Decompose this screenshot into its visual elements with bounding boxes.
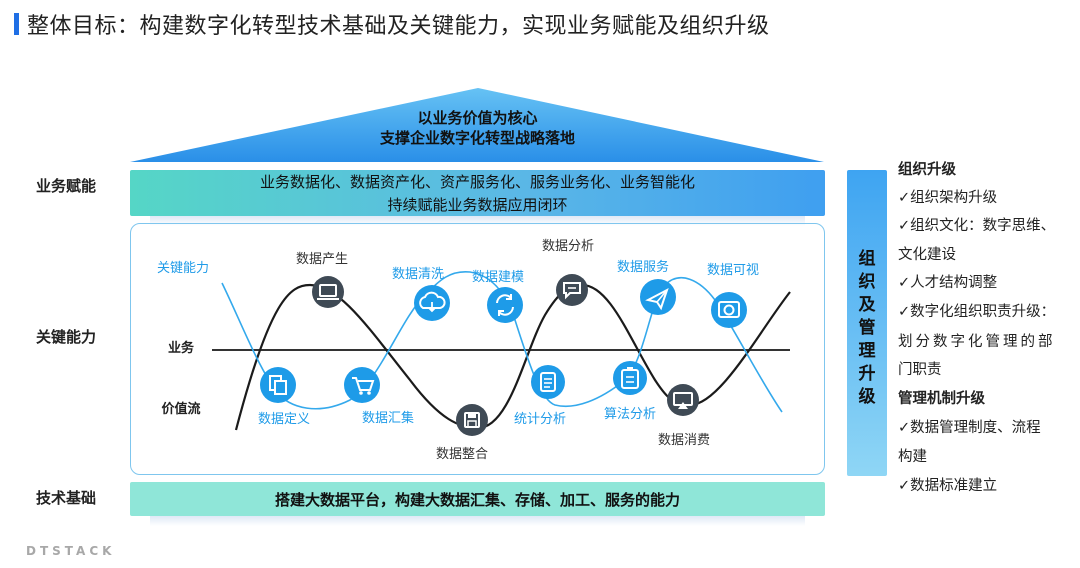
mgmt-upgrade-heading: 管理机制升级 [898, 391, 985, 407]
row-label-tech-foundation: 技术基础 [36, 489, 97, 507]
label-algorithm-analysis: 算法分析 [604, 407, 656, 422]
data-service-node [640, 279, 676, 315]
side-char-5: 理 [858, 341, 876, 361]
band-shadow [150, 216, 805, 226]
band-top-line-2: 持续赋能业务数据应用闭环 [387, 196, 568, 214]
data-consumption-node [667, 384, 699, 416]
side-char-1: 组 [858, 249, 876, 269]
org-item-4-cont2: 门职责 [898, 362, 942, 378]
label-data-modeling: 数据建模 [472, 270, 524, 285]
data-modeling-node [487, 287, 523, 323]
business-enablement-band: 业务数据化、数据资产化、资产服务化、服务业务化、业务智能化 持续赋能业务数据应用… [130, 170, 825, 216]
axis-label-business: 业务 [168, 340, 195, 356]
org-item-1: ✓组织架构升级 [898, 190, 998, 206]
label-data-visualization: 数据可视 [707, 263, 759, 278]
roof-line-2: 支撑企业数字化转型战略落地 [379, 129, 575, 147]
tech-foundation-band: 搭建大数据平台，构建大数据汇集、存储、加工、服务的能力 [130, 482, 825, 516]
label-data-collection: 数据汇集 [362, 410, 414, 426]
row-label-business-enablement: 业务赋能 [36, 177, 97, 195]
mgmt-item-1: ✓数据管理制度、流程 [898, 420, 1041, 436]
mgmt-item-2: ✓数据标准建立 [898, 478, 998, 494]
side-char-2: 织 [858, 272, 876, 292]
side-char-3: 及 [858, 295, 876, 315]
data-definition-node [260, 367, 296, 403]
key-capability-frame [130, 223, 825, 475]
label-data-production: 数据产生 [296, 252, 348, 267]
org-upgrade-heading: 组织升级 [898, 162, 956, 178]
statistical-analysis-node [531, 365, 565, 399]
label-data-integration: 数据整合 [436, 447, 488, 462]
key-ability-label: 关键能力 [157, 261, 209, 276]
org-management-upgrade-panel [847, 170, 887, 476]
side-char-4: 管 [858, 318, 876, 338]
org-item-4: ✓数字化组织职责升级： [898, 304, 1056, 320]
label-data-consumption: 数据消费 [658, 433, 710, 448]
data-visualization-node [711, 292, 747, 328]
org-item-4-cont: 划分数字化管理的部 [898, 334, 1056, 350]
label-data-cleaning: 数据清洗 [392, 267, 444, 282]
value-stream-wave [221, 270, 783, 413]
org-item-2: ✓组织文化：数字思维、 [898, 218, 1056, 234]
band-bottom-text: 搭建大数据平台，构建大数据汇集、存储、加工、服务的能力 [274, 490, 680, 509]
data-collection-node [344, 367, 380, 403]
label-data-definition: 数据定义 [258, 412, 310, 427]
side-char-6: 升 [858, 364, 876, 384]
data-analysis-node [556, 274, 588, 306]
band-top-line-1: 业务数据化、数据资产化、资产服务化、服务业务化、业务智能化 [259, 173, 695, 191]
page-title: 整体目标：构建数字化转型技术基础及关键能力，实现业务赋能及组织升级 [27, 14, 770, 39]
data-production-node [312, 276, 344, 308]
mgmt-item-1-cont: 构建 [898, 449, 927, 465]
label-data-analysis: 数据分析 [542, 239, 594, 254]
title-accent-bar [14, 13, 19, 35]
side-char-7: 级 [858, 387, 876, 407]
dtstack-watermark-logo: DTSTACK [26, 544, 116, 558]
data-cleaning-node [414, 285, 450, 321]
org-item-3: ✓人才结构调整 [898, 275, 998, 291]
band-bottom-shadow [150, 516, 805, 526]
label-data-service: 数据服务 [617, 259, 669, 275]
label-statistical-analysis: 统计分析 [514, 412, 566, 427]
roof-line-1: 以业务价值为核心 [417, 109, 538, 127]
org-item-2-cont: 文化建设 [898, 247, 956, 263]
data-integration-node [456, 404, 488, 436]
axis-label-value-stream: 价值流 [161, 401, 200, 417]
row-label-key-capability: 关键能力 [36, 328, 97, 346]
algorithm-analysis-node [613, 361, 647, 395]
